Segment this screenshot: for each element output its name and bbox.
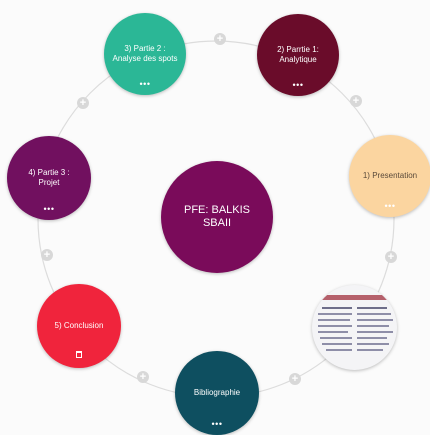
node-partie-3-label-line2: Projet (38, 178, 60, 187)
node-presentation[interactable]: 1) Presentation ••• (349, 135, 430, 217)
node-conclusion-label: 5) Conclusion (54, 321, 104, 330)
add-node-plus-icon[interactable]: + (77, 97, 89, 109)
node-partie-3-label-line1: 4) Partie 3 : (28, 168, 70, 177)
add-node-plus-icon[interactable]: + (350, 95, 362, 107)
node-partie-1-label-line2: Analytique (279, 55, 317, 64)
trash-icon[interactable] (76, 351, 82, 358)
add-node-plus-icon[interactable]: + (214, 33, 226, 45)
document-thumbnail-icon[interactable] (312, 285, 397, 370)
thumbnail-line (357, 319, 393, 321)
node-partie-2[interactable]: 3) Partie 2 : Analyse des spots ••• (104, 13, 186, 95)
node-partie-3[interactable]: 4) Partie 3 : Projet ••• (7, 136, 91, 220)
thumbnail-line (322, 307, 352, 309)
thumbnail-line (357, 343, 389, 345)
thumbnail-line (357, 331, 393, 333)
thumbnail-line (318, 319, 350, 321)
central-topic-title-line1: PFE: BALKIS (183, 204, 251, 216)
thumbnail-line (318, 331, 348, 333)
node-bibliographie[interactable]: Bibliographie ••• (175, 351, 259, 435)
thumbnail-line (318, 313, 352, 315)
add-node-plus-icon[interactable]: + (385, 251, 397, 263)
add-node-plus-icon[interactable]: + (41, 249, 53, 261)
node-presentation-label: 1) Presentation (362, 171, 418, 180)
thumbnail-header-bar (312, 295, 397, 300)
thumbnail-line (320, 337, 352, 339)
node-bibliographie-label: Bibliographie (193, 388, 241, 397)
thumbnail-line (326, 349, 352, 351)
central-topic-node[interactable]: PFE: BALKIS SBAII (161, 161, 273, 273)
node-partie-2-label-line2: Analyse des spots (112, 54, 178, 63)
more-options-icon[interactable]: ••• (292, 80, 304, 90)
node-partie-1[interactable]: 2) Parrtie 1: Analytique ••• (257, 14, 339, 96)
more-options-icon[interactable]: ••• (211, 419, 223, 429)
thumbnail-line (357, 307, 387, 309)
thumbnail-line (357, 349, 383, 351)
thumbnail-line (357, 337, 387, 339)
more-options-icon[interactable]: ••• (384, 201, 396, 211)
more-options-icon[interactable]: ••• (43, 204, 55, 214)
thumbnail-line (322, 343, 352, 345)
thumbnail-line (357, 313, 391, 315)
more-options-icon[interactable]: ••• (139, 79, 151, 89)
thumbnail-line (357, 325, 389, 327)
node-partie-1-label-line1: 2) Parrtie 1: (277, 45, 319, 54)
add-node-plus-icon[interactable]: + (289, 373, 301, 385)
node-conclusion[interactable]: 5) Conclusion (37, 284, 121, 368)
node-partie-2-label-line1: 3) Partie 2 : (124, 44, 166, 53)
central-topic-title-line2: SBAII (202, 217, 232, 229)
add-node-plus-icon[interactable]: + (137, 371, 149, 383)
thumbnail-line (318, 325, 352, 327)
